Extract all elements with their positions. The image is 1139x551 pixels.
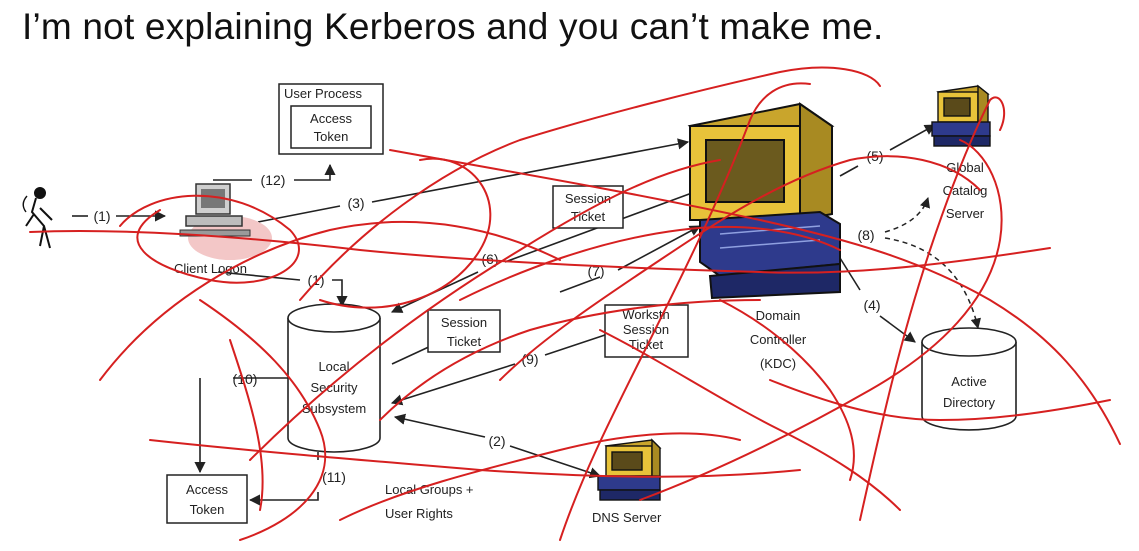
dns-server-label: DNS Server <box>592 510 662 525</box>
gc-line1: Global <box>946 160 984 175</box>
client-logon-label: Client Logon <box>174 261 247 276</box>
domain-controller-icon <box>687 102 841 300</box>
step-label: (6) <box>481 251 498 267</box>
user-process-token-line2: Token <box>314 129 349 144</box>
workstation-ticket-box <box>604 304 689 358</box>
ad-line1: Active <box>951 374 986 389</box>
dc-line2: Controller <box>750 332 807 347</box>
lss-line2: Security <box>311 380 358 395</box>
lss-line1: Local <box>318 359 349 374</box>
step-label: (1) <box>307 272 324 288</box>
user-process-token-line1: Access <box>310 111 352 126</box>
lss-line3: Subsystem <box>302 401 366 416</box>
workstation-ticket-line2: Session <box>623 322 669 337</box>
red-scribble-overlay <box>29 66 1121 541</box>
access-token-box <box>166 474 248 524</box>
dashed-arrows <box>884 197 981 330</box>
gc-line3: Server <box>946 206 985 221</box>
local-groups-line2: User Rights <box>385 506 453 521</box>
session-ticket-top-box <box>552 185 624 229</box>
workstation-ticket-line1: Workstn <box>622 307 669 322</box>
step-label: (8) <box>857 227 874 243</box>
session-ticket-top-line2: Ticket <box>571 209 606 224</box>
session-ticket-mid-line2: Ticket <box>447 334 482 349</box>
step-label: (2) <box>488 433 505 449</box>
user-process-title: User Process <box>284 86 363 101</box>
step-label: (11) <box>322 469 346 485</box>
user-process-box <box>278 83 384 155</box>
dns-server-icon <box>597 438 662 501</box>
dc-line1: Domain <box>756 308 801 323</box>
ad-line2: Directory <box>943 395 996 410</box>
step-label: (12) <box>261 172 286 188</box>
dc-line3: (KDC) <box>760 356 796 371</box>
access-token-line2: Token <box>190 502 225 517</box>
slide-title: I’m not explaining Kerberos and you can’… <box>22 6 884 47</box>
step-label: (10) <box>233 371 258 387</box>
step-label: (3) <box>347 195 364 211</box>
step-labels: (1) (12) (3) (1) (6) (7) (9) (10) (11) (… <box>93 148 883 485</box>
workstation-ticket-line3: Ticket <box>629 337 664 352</box>
session-ticket-top-line1: Session <box>565 191 611 206</box>
user-figure-icon <box>22 187 53 249</box>
session-ticket-mid-line1: Session <box>441 315 487 330</box>
step-label: (9) <box>521 351 538 367</box>
step-label: (1) <box>93 208 110 224</box>
local-security-subsystem-cylinder <box>287 303 381 453</box>
session-ticket-mid-box <box>427 309 501 353</box>
step-label: (4) <box>863 297 880 313</box>
access-token-line1: Access <box>186 482 228 497</box>
